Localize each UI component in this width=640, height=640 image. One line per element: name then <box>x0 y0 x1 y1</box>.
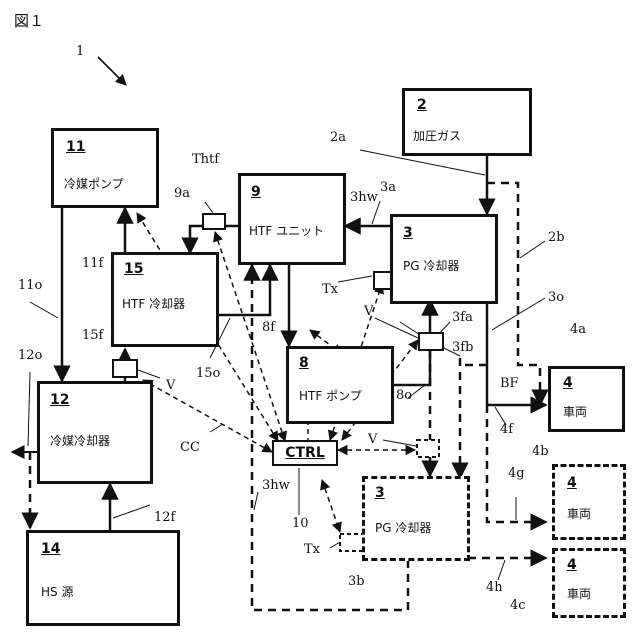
ref-3hw-top: 3hw <box>350 190 378 205</box>
ref-4c: 4c <box>510 598 526 613</box>
ref-3b: 3b <box>348 574 365 589</box>
pressurized-gas-box: 2 加圧ガス <box>402 88 532 156</box>
box-label: HS 源 <box>41 583 73 600</box>
box-label: 冷媒冷却器 <box>50 432 110 449</box>
ref-tx-top: Tx <box>322 282 338 297</box>
hs-source-box: 14 HS 源 <box>26 530 180 626</box>
ref-4b: 4b <box>532 444 549 459</box>
ref-12f: 12f <box>154 510 175 525</box>
ref-8o: 8o <box>396 388 412 403</box>
ref-4h: 4h <box>486 580 503 595</box>
box-label: 車両 <box>567 505 591 522</box>
ref-3o: 3o <box>548 290 564 305</box>
htf-pump-box: 8 HTF ポンプ <box>286 346 394 424</box>
box-label: HTF ポンプ <box>299 387 362 404</box>
valve-3fa <box>419 333 443 350</box>
ref-3fa: 3fa <box>452 310 473 325</box>
thtf-sensor <box>203 214 225 229</box>
htf-cooler-box: 15 HTF 冷却器 <box>111 252 219 347</box>
ref-v-mid: V <box>368 432 377 447</box>
ctrl-box: CTRL <box>272 440 338 466</box>
vehicle-a-box: 4 車両 <box>548 366 625 432</box>
ref-9a: 9a <box>174 186 190 201</box>
box-number: 12 <box>50 392 69 408</box>
box-label: 加圧ガス <box>413 127 461 144</box>
box-label: PG 冷却器 <box>375 519 431 536</box>
box-label: 車両 <box>567 585 591 602</box>
box-number: 3 <box>375 485 385 501</box>
box-number: 2 <box>417 97 427 113</box>
pg-cooler-top-box: 3 PG 冷却器 <box>390 214 498 304</box>
figure-pointer-arrow <box>98 57 126 85</box>
ref-1: 1 <box>76 44 84 59</box>
valve-mid <box>417 440 439 457</box>
box-label: HTF 冷却器 <box>122 295 185 312</box>
ref-11o: 11o <box>18 278 42 293</box>
box-label: 車両 <box>563 403 587 420</box>
ref-3fb: 3fb <box>452 340 473 355</box>
htf-unit-box: 9 HTF ユニット <box>238 173 346 265</box>
vehicle-c-box: 4 車両 <box>552 548 626 618</box>
ref-thtf: Thtf <box>192 152 219 167</box>
ref-15f: 15f <box>82 328 103 343</box>
tx-sensor-bottom <box>340 534 364 551</box>
ref-bf: BF <box>500 376 519 391</box>
ref-v-top: V <box>364 304 373 319</box>
box-label: 冷媒ポンプ <box>64 175 124 192</box>
pg-cooler-bottom-box: 3 PG 冷却器 <box>362 476 470 561</box>
ref-cc: CC <box>180 440 200 455</box>
box-number: 11 <box>66 139 85 155</box>
vehicle-b-box: 4 車両 <box>552 464 626 540</box>
ref-v-left: V <box>166 378 175 393</box>
ref-4f: 4f <box>500 422 513 437</box>
box-label: HTF ユニット <box>249 222 324 239</box>
box-number: 14 <box>41 541 60 557</box>
ref-4a: 4a <box>570 322 586 337</box>
box-label: PG 冷却器 <box>403 257 459 274</box>
ref-3hw-bottom: 3hw <box>262 478 290 493</box>
box-number: 4 <box>563 375 573 391</box>
figure-title: 図１ <box>14 10 44 31</box>
htf-line-15o <box>218 265 270 315</box>
refrigerant-pump-box: 11 冷媒ポンプ <box>51 128 159 208</box>
ref-3a: 3a <box>380 180 396 195</box>
ref-11f: 11f <box>82 256 103 271</box>
valve-15f <box>113 360 137 377</box>
ref-2a: 2a <box>330 130 346 145</box>
ref-12o: 12o <box>18 348 42 363</box>
box-number: 8 <box>299 355 309 371</box>
box-number: 15 <box>124 261 143 277</box>
refrigerant-cooler-box: 12 冷媒冷却器 <box>37 381 153 484</box>
ref-15o: 15o <box>196 366 220 381</box>
ref-10: 10 <box>292 516 309 531</box>
box-number: 4 <box>567 475 577 491</box>
htf-line-9a <box>190 226 238 253</box>
ref-4g: 4g <box>508 466 525 481</box>
box-number: 9 <box>251 184 261 200</box>
box-number: 3 <box>403 225 413 241</box>
htf-line-8o <box>393 350 430 385</box>
box-number: 4 <box>567 557 577 573</box>
ref-2b: 2b <box>548 230 565 245</box>
ctrl-signal-txlow <box>322 480 340 532</box>
ref-8f: 8f <box>262 320 275 335</box>
ref-tx-bottom: Tx <box>304 542 320 557</box>
